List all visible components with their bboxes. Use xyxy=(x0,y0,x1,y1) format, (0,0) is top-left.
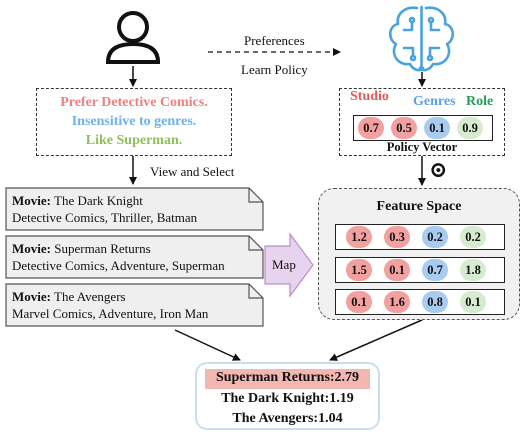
feature-value: 1.5 xyxy=(346,259,372,281)
movie-tags: Marvel Comics, Adventure, Iron Man xyxy=(12,306,209,321)
feature-space-title: Feature Space xyxy=(376,199,462,214)
movie-label: Movie: xyxy=(12,289,51,304)
ranking-result-box: Superman Returns:2.79 The Dark Knight:1.… xyxy=(195,362,380,430)
policy-value-role: 0.9 xyxy=(457,117,483,139)
policy-header-genres: Genres xyxy=(413,94,456,109)
feature-value: 0.1 xyxy=(384,259,410,281)
feature-value: 1.6 xyxy=(384,291,410,313)
feature-value: 0.8 xyxy=(422,291,448,313)
brain-circuit-icon xyxy=(388,5,455,72)
view-select-label: View and Select xyxy=(150,164,235,179)
arrow-feature-to-result xyxy=(329,319,423,361)
policy-vector-row: 0.7 0.5 0.1 0.9 xyxy=(353,115,493,141)
movie-label: Movie: xyxy=(12,241,51,256)
movie-label: Movie: xyxy=(12,193,51,208)
result-rank-1: Superman Returns:2.79 xyxy=(215,370,360,385)
result-rank-2: The Dark Knight:1.19 xyxy=(221,391,354,406)
map-label: Map xyxy=(272,257,296,272)
feature-row-avengers: 0.1 1.6 0.8 0.1 xyxy=(335,289,505,315)
policy-value-studio-1: 0.7 xyxy=(358,117,384,139)
feature-value: 0.1 xyxy=(460,291,486,313)
feature-value: 1.2 xyxy=(346,226,372,248)
feature-row-dark-knight: 1.2 0.3 0.2 0.2 xyxy=(335,224,505,250)
preference-line-genres: Insensitive to genres. xyxy=(71,114,197,129)
feature-value: 0.1 xyxy=(346,291,372,313)
movie-title: Superman Returns xyxy=(54,241,151,256)
feature-row-superman-returns: 1.5 0.1 0.7 1.8 xyxy=(335,257,505,283)
policy-vector-box: Studio Genres Role 0.7 0.5 0.1 0.9 Polic… xyxy=(339,88,505,156)
policy-vector-caption: Policy Vector xyxy=(386,140,458,154)
feature-value: 0.2 xyxy=(422,226,448,248)
policy-header-role: Role xyxy=(466,94,494,109)
policy-value-genres: 0.1 xyxy=(424,117,450,139)
user-icon xyxy=(105,11,161,64)
movie-title: The Avengers xyxy=(54,289,126,304)
preferences-label: Preferences xyxy=(244,33,305,48)
feature-space-box: Feature Space 1.2 0.3 0.2 0.2 1.5 0.1 0.… xyxy=(318,188,520,320)
movie-tags: Detective Comics, Adventure, Superman xyxy=(12,258,225,273)
feature-value: 0.3 xyxy=(384,226,410,248)
learn-policy-label: Learn Policy xyxy=(241,62,308,77)
movie-card-superman-returns[interactable]: Movie: Superman Returns Detective Comics… xyxy=(6,236,263,278)
movie-card-dark-knight[interactable]: Movie: The Dark Knight Detective Comics,… xyxy=(6,188,263,230)
movie-card-shapes xyxy=(5,187,264,327)
preference-line-studio: Prefer Detective Comics. xyxy=(60,95,208,110)
movie-card-avengers[interactable]: Movie: The Avengers Marvel Comics, Adven… xyxy=(6,284,263,326)
map-arrow xyxy=(264,232,314,298)
top-result-highlight xyxy=(205,369,370,389)
dot-product-operator: ⊙ xyxy=(429,157,448,182)
feature-value: 0.7 xyxy=(422,259,448,281)
arrow-movies-to-result xyxy=(174,329,241,361)
feature-value: 1.8 xyxy=(460,259,486,281)
feature-value: 0.2 xyxy=(460,226,486,248)
policy-header-studio: Studio xyxy=(350,89,389,104)
policy-value-studio-2: 0.5 xyxy=(391,117,417,139)
movie-title: The Dark Knight xyxy=(54,193,143,208)
result-rank-3: The Avengers:1.04 xyxy=(232,411,343,426)
user-preferences-box: Prefer Detective Comics. Insensitive to … xyxy=(36,88,232,156)
preference-line-role: Like Superman. xyxy=(85,133,183,148)
movie-tags: Detective Comics, Thriller, Batman xyxy=(12,210,198,225)
